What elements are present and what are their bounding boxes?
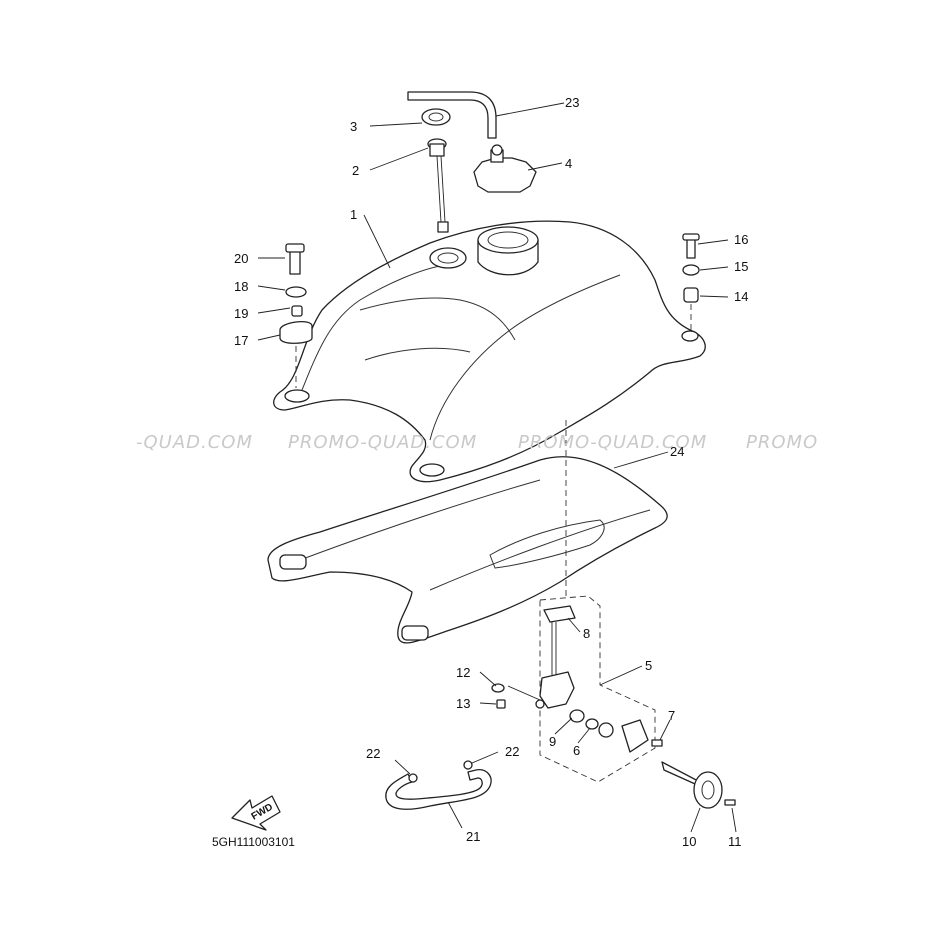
callout-5: 5	[645, 658, 652, 673]
drawing-code: 5GH111003101	[212, 835, 295, 849]
screw-washer	[491, 683, 506, 709]
callout-20: 20	[234, 251, 248, 266]
callout-8: 8	[583, 626, 590, 641]
callout-21: 21	[466, 829, 480, 844]
callout-22-right: 22	[505, 744, 519, 759]
leader-lines	[257, 102, 737, 833]
callout-6: 6	[573, 743, 580, 758]
fuel-gauge-sender	[427, 138, 449, 233]
callout-17: 17	[234, 333, 248, 348]
fuel-cock-assembly	[535, 420, 663, 783]
callout-2: 2	[352, 163, 359, 178]
right-mount-hardware	[682, 233, 700, 330]
breather-hose	[407, 91, 497, 139]
watermark: -QUAD.COM PROMO-QUAD.COM PROMO-QUAD.COM …	[136, 432, 818, 453]
fuel-cock-lever	[661, 761, 736, 809]
callout-12: 12	[456, 665, 470, 680]
callout-9: 9	[549, 734, 556, 749]
callout-16: 16	[734, 232, 748, 247]
watermark-segment: -QUAD.COM	[136, 432, 253, 453]
fuel-cap	[473, 144, 537, 193]
callout-18: 18	[234, 279, 248, 294]
callout-24: 24	[670, 444, 684, 459]
callout-19: 19	[234, 306, 248, 321]
callout-1: 1	[350, 207, 357, 222]
callouts: 3 2 1 23 4 20 18 19 17 16 15 14 24 8 5 7…	[234, 95, 748, 849]
callout-15: 15	[734, 259, 748, 274]
fuel-tank	[273, 220, 706, 483]
watermark-segment: PROMO-QUAD.COM	[518, 432, 707, 453]
callout-3: 3	[350, 119, 357, 134]
callout-23: 23	[565, 95, 579, 110]
callout-22-left: 22	[366, 746, 380, 761]
watermark-segment: PROMO-QUAD.COM	[288, 432, 477, 453]
tank-bracket	[267, 456, 668, 644]
callout-10: 10	[682, 834, 696, 849]
watermark-segment: PROMO	[746, 432, 818, 453]
fwd-arrow-icon: FWD	[231, 795, 281, 831]
callout-11: 11	[728, 834, 742, 849]
fuel-hose	[385, 760, 492, 810]
callout-14: 14	[734, 289, 748, 304]
callout-4: 4	[565, 156, 572, 171]
gauge-grommet	[421, 108, 451, 126]
left-mount-hardware	[279, 243, 313, 388]
callout-7: 7	[668, 708, 675, 723]
callout-13: 13	[456, 696, 470, 711]
